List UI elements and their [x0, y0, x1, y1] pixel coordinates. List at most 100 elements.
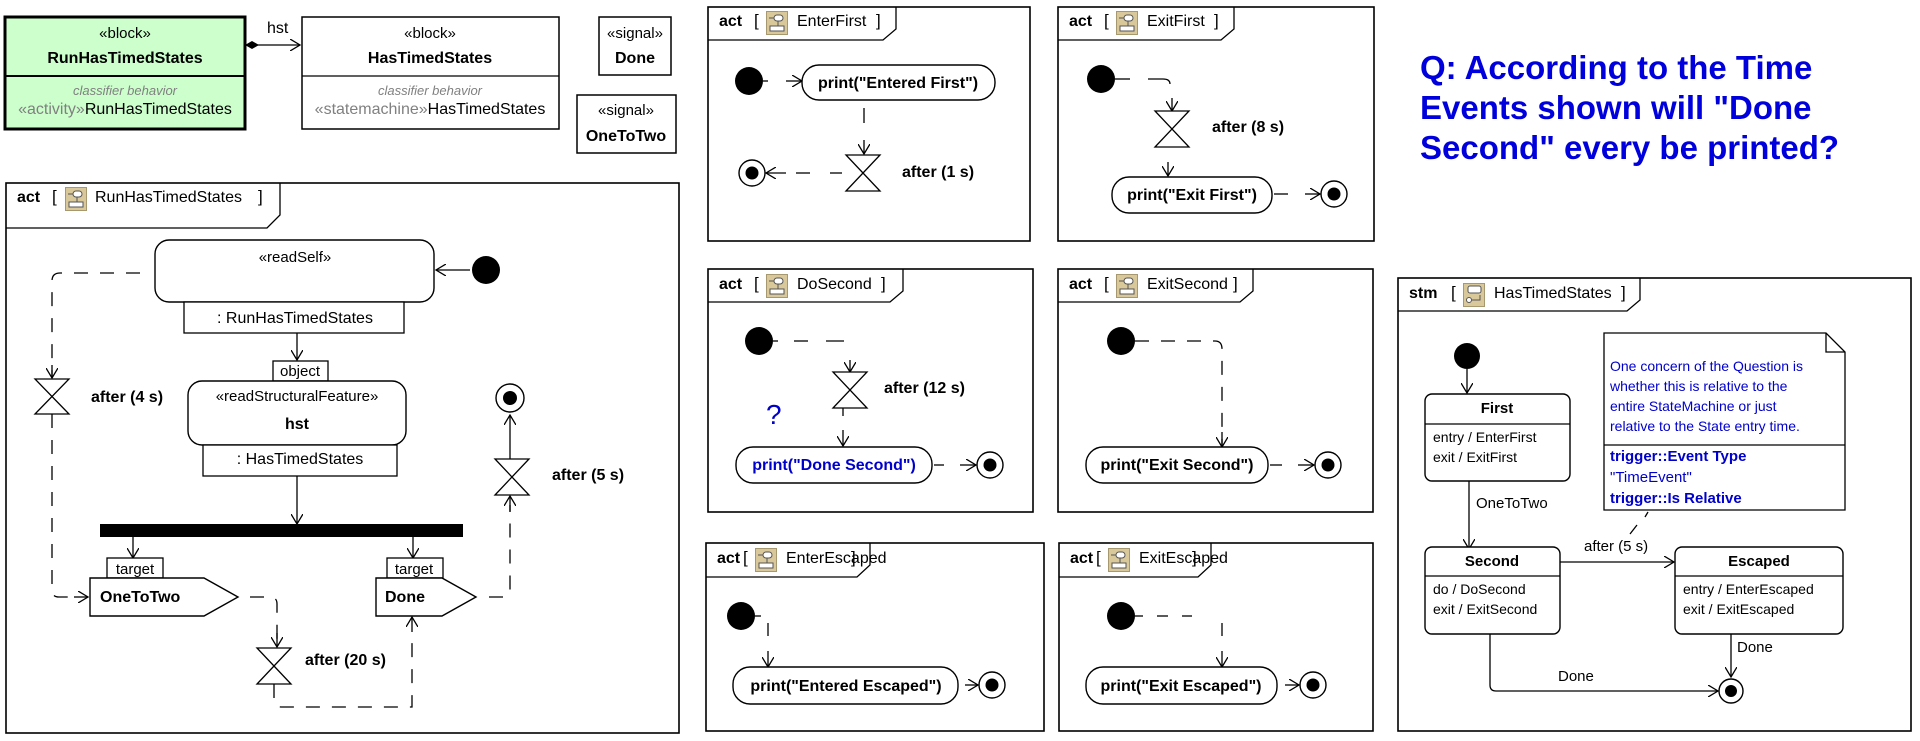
behavior-name: RunHasTimedStates	[85, 101, 232, 118]
note-line: One concern of the Question is	[1610, 358, 1803, 374]
timer-label: after (5 s)	[552, 467, 624, 484]
initial-node	[735, 67, 763, 95]
note-line: whether this is relative to the	[1609, 378, 1788, 394]
flow	[1148, 78, 1171, 85]
state-first[interactable]: First entry / EnterFirst exit / ExitFirs…	[1424, 393, 1571, 482]
initial-node	[1107, 327, 1135, 355]
run-block-behavior: «activity»RunHasTimedStates	[18, 101, 232, 118]
frame-kind: act	[1069, 276, 1093, 293]
initial-node	[745, 327, 773, 355]
send-onetotwo-action[interactable]: target OneToTwo	[89, 557, 240, 617]
action-label: print("Done Second")	[752, 457, 916, 474]
run-block[interactable]: «block» RunHasTimedStates classifier beh…	[3, 15, 247, 131]
print-entered-first-action[interactable]: print("Entered First")	[801, 64, 996, 101]
frame-kind: act	[1069, 13, 1093, 30]
state-behavior: exit / ExitSecond	[1433, 601, 1537, 617]
state-behavior: exit / ExitEscaped	[1683, 601, 1794, 617]
frame-kind: act	[17, 189, 41, 206]
frame-enter-first: act [ EnterFirst ]	[707, 6, 1031, 242]
behavior-name: HasTimedStates	[428, 101, 546, 118]
timer-label: after (12 s)	[884, 380, 965, 397]
print-exit-escaped-action[interactable]: print("Exit Escaped")	[1085, 666, 1278, 705]
frame-title: ExitFirst	[1147, 13, 1205, 30]
action-label: print("Exit Escaped")	[1101, 678, 1262, 695]
activity-icon	[1116, 11, 1138, 35]
frame-bracket-close: ]	[1621, 283, 1626, 302]
final-node-dot	[745, 166, 759, 180]
note-line: entire StateMachine or just	[1610, 398, 1777, 414]
frame-title: EnterEscaped	[786, 550, 887, 567]
frame-bracket-open: [	[1104, 11, 1109, 30]
signal-name: OneToTwo	[100, 589, 181, 606]
print-done-second-action[interactable]: print("Done Second")	[735, 446, 933, 484]
transition-second-done[interactable]	[1489, 634, 1718, 691]
frame-bracket-close: ]	[258, 187, 263, 206]
note-anchor	[1629, 524, 1638, 535]
frame-bracket-close: ]	[876, 11, 881, 30]
signal-name: Done	[615, 50, 655, 67]
read-self-action[interactable]: «readSelf» : RunHasTimedStates	[154, 239, 435, 334]
signal-name: Done	[385, 589, 425, 606]
frame-bracket-close: ]	[1233, 274, 1238, 293]
final-node-dot	[985, 678, 999, 692]
association-label: hst	[267, 20, 289, 37]
frame-kind: act	[719, 276, 743, 293]
transition-label: Done	[1558, 668, 1594, 685]
signal-done[interactable]: «signal» Done	[598, 16, 672, 76]
flow	[250, 596, 278, 645]
print-exit-first-action[interactable]: print("Exit First")	[1111, 176, 1273, 214]
transition-label: OneToTwo	[1476, 495, 1548, 512]
timer-label: after (8 s)	[1212, 119, 1284, 136]
state-escaped[interactable]: Escaped entry / EnterEscaped exit / Exit…	[1674, 546, 1844, 635]
timed-block-name: HasTimedStates	[368, 50, 492, 67]
frame-title: EnterFirst	[797, 13, 867, 30]
action-label: print("Entered Escaped")	[750, 678, 941, 695]
flow	[51, 272, 140, 378]
frame-title: HasTimedStates	[1494, 285, 1612, 302]
question-text: Q: According to the Time Events shown wi…	[1420, 49, 1840, 166]
action-name: hst	[285, 416, 310, 433]
final-node-dot	[503, 391, 517, 405]
fork-bar	[100, 524, 463, 537]
comment-note[interactable]: One concern of the Question is whether t…	[1603, 332, 1846, 511]
frame-bracket-open: [	[743, 548, 748, 567]
final-state-dot	[1725, 685, 1737, 697]
signal-onetotwo[interactable]: «signal» OneToTwo	[576, 94, 677, 154]
state-second[interactable]: Second do / DoSecond exit / ExitSecond	[1424, 546, 1561, 635]
timed-block-stereotype: «block»	[404, 25, 456, 42]
target-pin-label: target	[116, 561, 155, 578]
flow	[273, 632, 413, 708]
frame-kind: act	[1070, 550, 1094, 567]
frame-title: RunHasTimedStates	[95, 189, 242, 206]
signal-stereotype: «signal»	[607, 25, 663, 42]
frame-bracket-open: [	[1451, 283, 1456, 302]
final-node-dot	[983, 458, 997, 472]
action-label: print("Exit First")	[1127, 187, 1257, 204]
note-property: trigger::Is Relative	[1610, 490, 1742, 507]
hourglass-icon	[1153, 110, 1191, 148]
note-line: relative to the State entry time.	[1610, 418, 1800, 434]
read-structural-feature-action[interactable]: object «readStructuralFeature» hst : Has…	[187, 360, 407, 477]
timer-label: after (20 s)	[305, 652, 386, 669]
print-entered-escaped-action[interactable]: print("Entered Escaped")	[732, 666, 959, 705]
final-node-dot	[1327, 187, 1341, 201]
timed-block[interactable]: «block» HasTimedStates classifier behavi…	[301, 16, 560, 130]
action-label: print("Entered First")	[818, 75, 978, 92]
frame-title: ExitSecond	[1147, 276, 1228, 293]
frame-bracket-close: ]	[851, 548, 856, 567]
run-block-stereotype: «block»	[99, 25, 151, 42]
send-done-action[interactable]: target Done	[375, 557, 478, 617]
initial-node	[1087, 65, 1115, 93]
transition-label: Done	[1737, 639, 1773, 656]
signal-name: OneToTwo	[586, 128, 667, 145]
frame-bracket-close: ]	[881, 274, 886, 293]
flow	[51, 414, 74, 598]
target-pin-label: target	[395, 561, 434, 578]
print-exit-second-action[interactable]: print("Exit Second")	[1085, 446, 1269, 484]
state-behavior: exit / ExitFirst	[1433, 449, 1517, 465]
frame-kind: act	[719, 13, 743, 30]
state-behavior: entry / EnterEscaped	[1683, 581, 1814, 597]
activity-icon	[755, 548, 777, 572]
hourglass-icon	[844, 154, 882, 192]
activity-icon	[1108, 548, 1130, 572]
